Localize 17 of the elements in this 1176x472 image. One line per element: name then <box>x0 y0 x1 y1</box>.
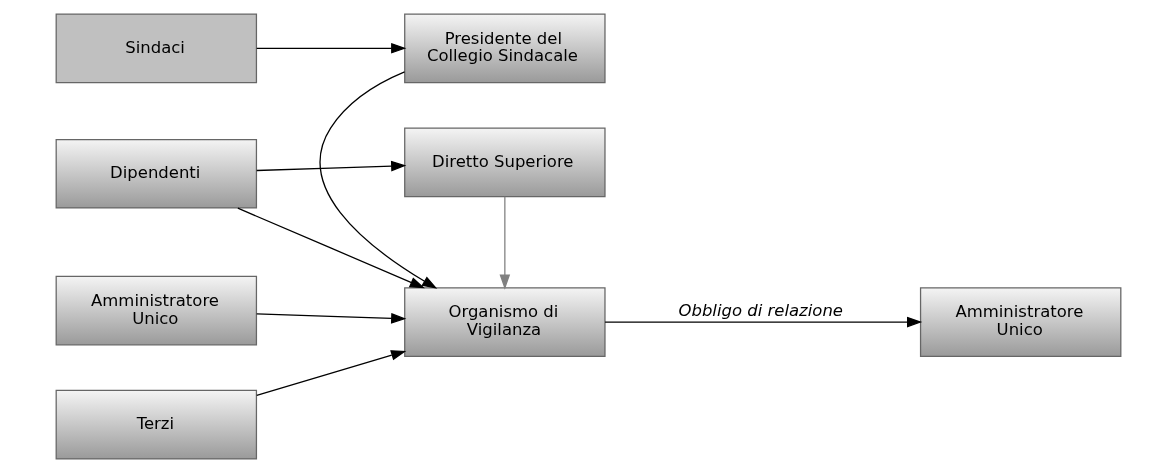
node-box: Amministratore Unico <box>55 275 257 345</box>
node-box: Diretto Superiore <box>403 127 606 197</box>
arrow <box>255 160 406 171</box>
node-box: Presidente del Collegio Sindacale <box>403 12 606 83</box>
arrow <box>499 195 510 290</box>
arrow <box>319 70 437 289</box>
arrow <box>236 207 425 288</box>
node-box: Amministratore Unico <box>919 286 1121 357</box>
node-box: Dipendenti <box>55 138 257 209</box>
arrow <box>255 42 406 54</box>
arrow <box>255 349 406 396</box>
edge-label: Obbligo di relazione <box>677 300 843 320</box>
node-box: Terzi <box>55 389 257 460</box>
node-box: Sindaci <box>55 12 257 83</box>
node-box: Organismo di Vigilanza <box>403 286 606 357</box>
arrow <box>603 316 922 327</box>
arrow <box>255 312 406 324</box>
